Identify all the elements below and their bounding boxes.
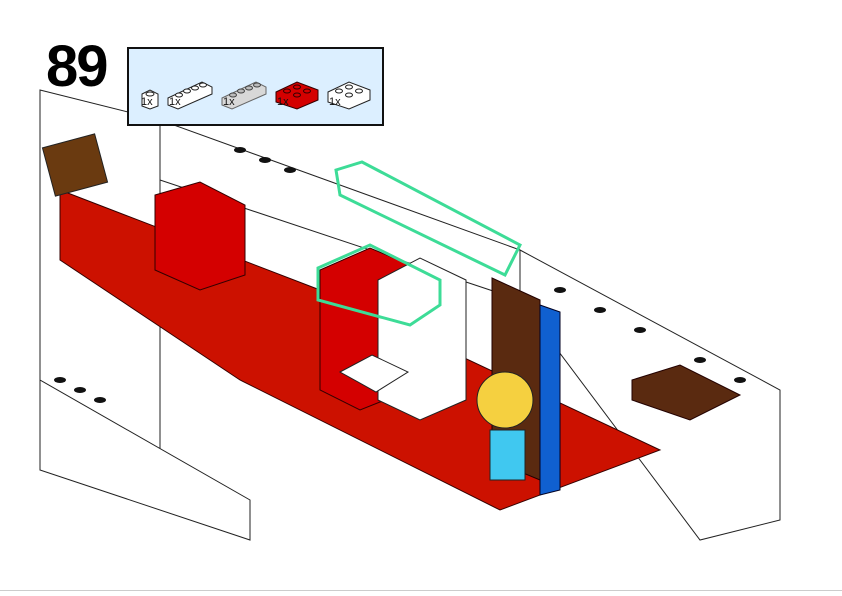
part-qty: 1x [223,96,235,108]
front-wall-left [39,379,251,541]
placement-highlight-white [334,160,522,277]
part-qty: 1x [277,96,289,108]
part-qty: 1x [141,96,153,108]
blue-panel [539,304,561,496]
red-2x3-brick-icon [275,81,319,110]
part-qty: 1x [329,96,341,108]
white-new-brick [377,257,467,421]
newspaper-tile [338,354,410,393]
white-1x1-brick-icon [141,89,159,110]
trans-clear-1x4-brick-icon [221,81,267,110]
decor-circle [476,371,534,429]
white-2x3-brick-icon [327,81,371,110]
page-divider [0,590,842,591]
parts-list-callout: 1x 1x 1x 1x 1x [127,47,384,126]
placement-highlight-red [316,243,442,327]
red-column [154,181,246,291]
portrait-frame [41,133,109,197]
brown-shelf [631,364,742,421]
light-blue-tile [489,429,526,481]
white-1x4-brick-icon [167,81,213,110]
step-number: 89 [46,34,108,99]
part-qty: 1x [169,96,181,108]
studs [54,147,746,403]
